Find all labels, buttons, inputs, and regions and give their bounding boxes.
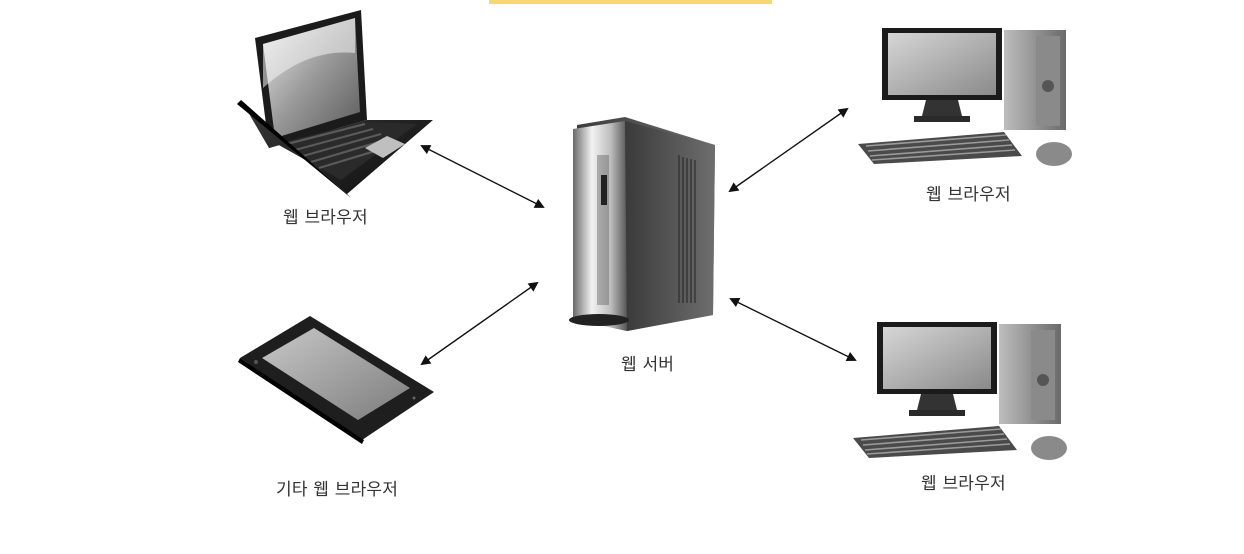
desktop-computer-icon	[853, 322, 1067, 460]
desktop-bottom-label: 웹 브라우저	[921, 474, 1006, 494]
arrow-desktop-top-server	[728, 107, 849, 193]
server-label: 웹 서버	[621, 355, 675, 375]
desktop-computer-icon	[858, 28, 1072, 166]
arrow-desktop-bottom-server	[729, 298, 857, 361]
accent-bar	[489, 0, 772, 4]
tablet-icon	[238, 316, 434, 444]
arrow-laptop-server	[420, 145, 545, 208]
desktop-top-label: 웹 브라우저	[926, 185, 1011, 205]
laptop-icon	[237, 10, 433, 198]
arrow-tablet-server	[420, 281, 539, 366]
laptop-label: 웹 브라우저	[283, 208, 368, 228]
server-tower-icon	[569, 117, 715, 331]
tablet-label: 기타 웹 브라우저	[276, 480, 399, 500]
